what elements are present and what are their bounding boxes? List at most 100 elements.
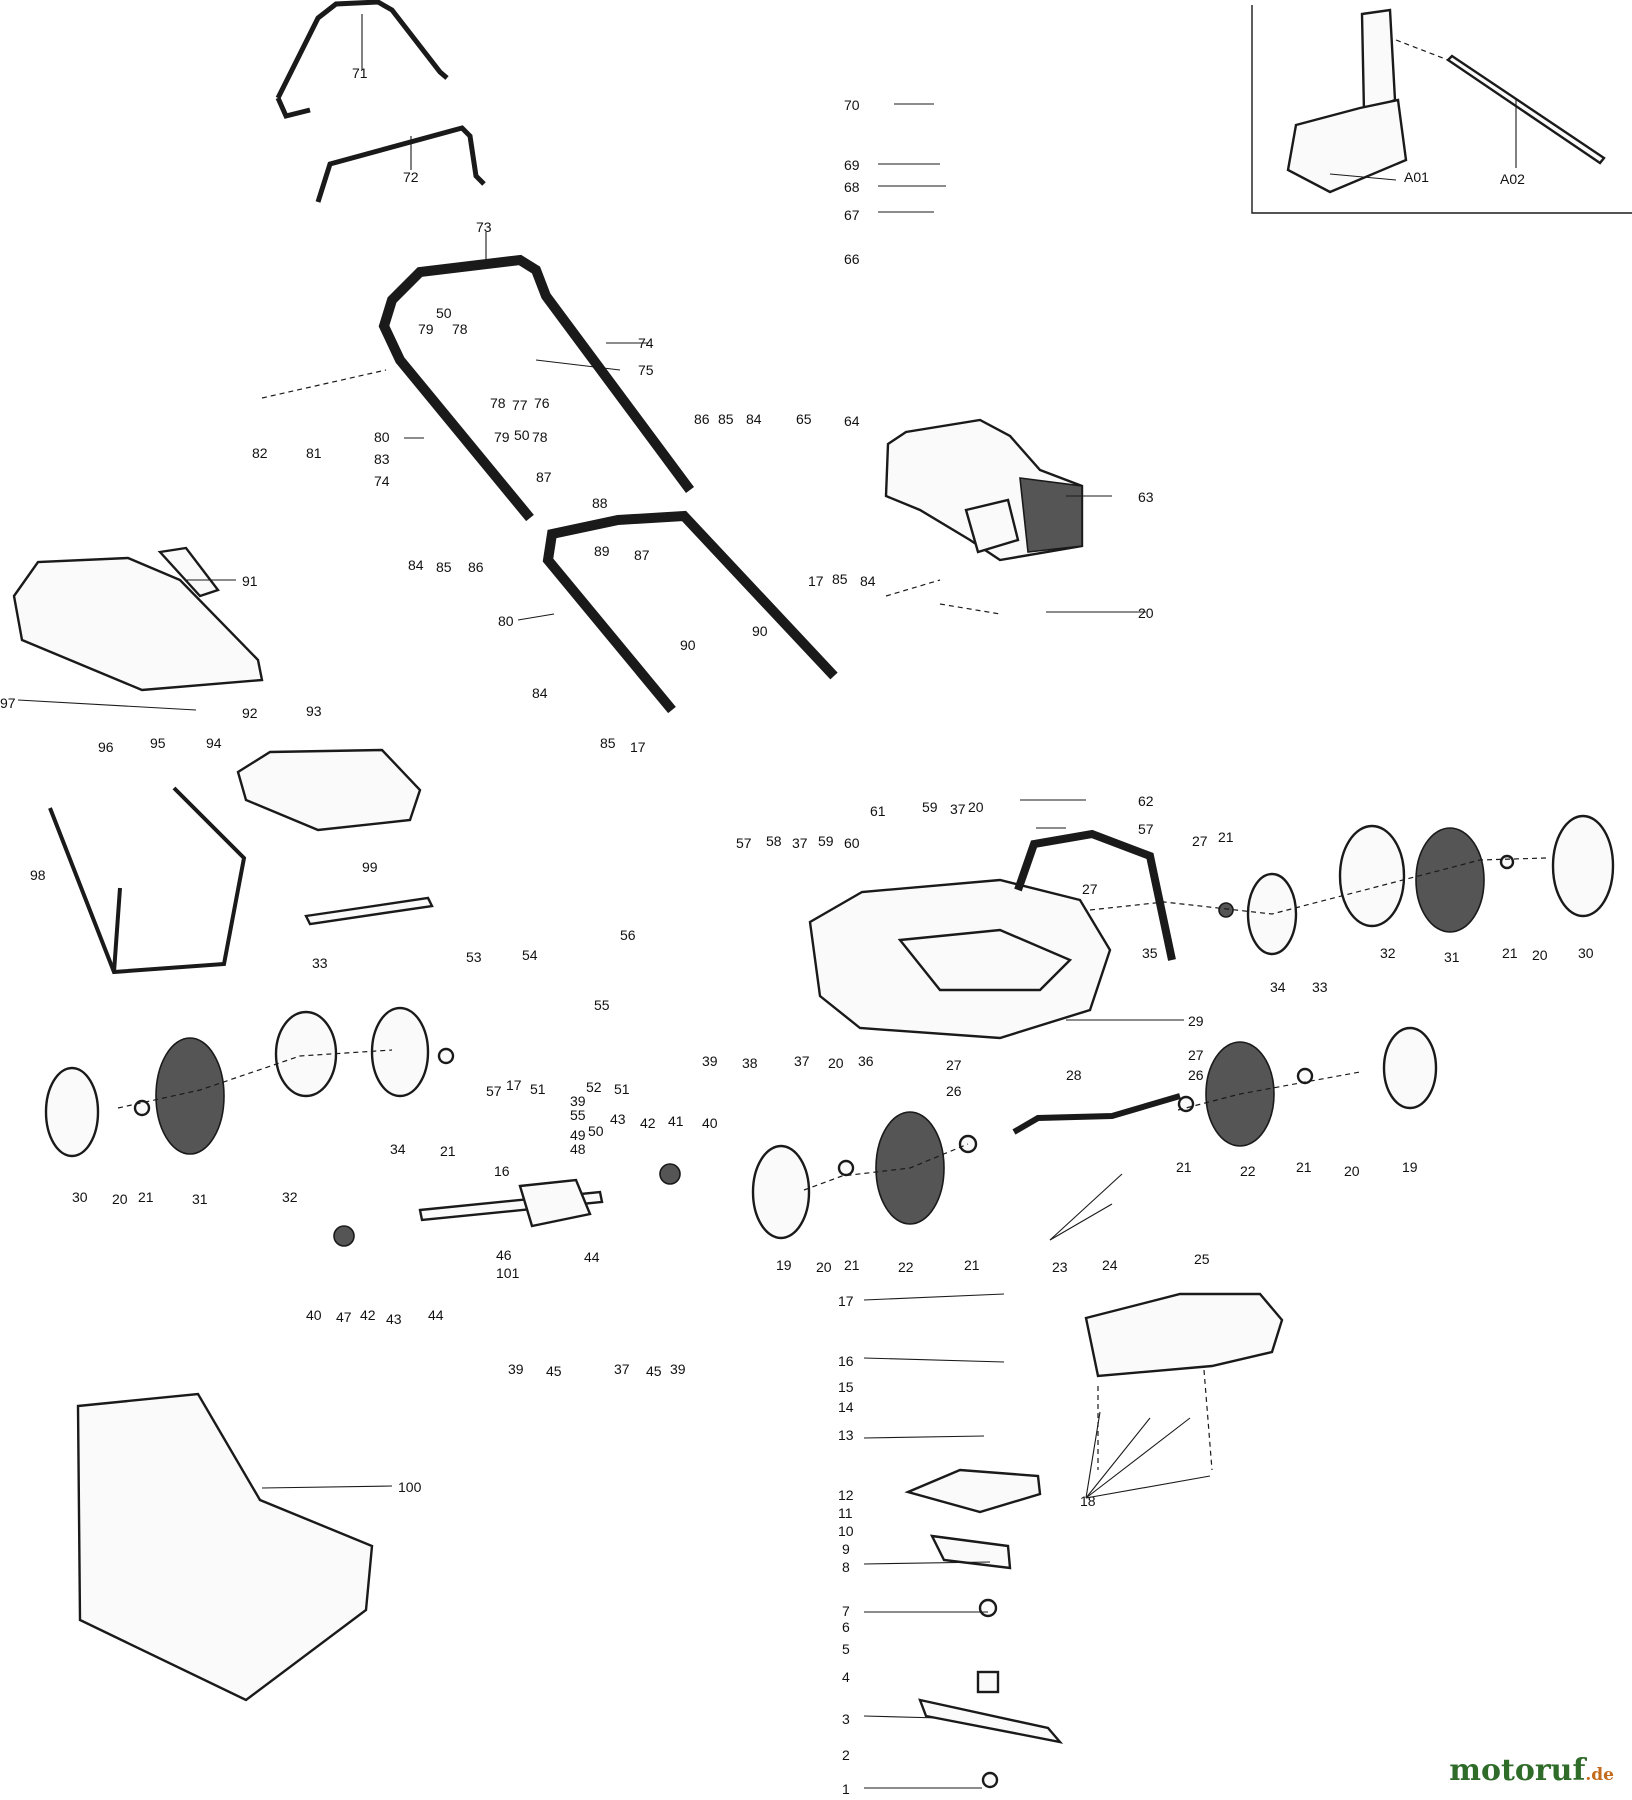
callout-21: 21 bbox=[964, 1257, 980, 1273]
callout-22: 22 bbox=[898, 1259, 914, 1275]
lower-handle-part bbox=[378, 254, 838, 714]
callout-39: 39 bbox=[570, 1093, 586, 1109]
callout-79: 79 bbox=[418, 321, 434, 337]
callout-31: 31 bbox=[192, 1191, 208, 1207]
callout-4: 4 bbox=[842, 1669, 850, 1685]
callout-55: 55 bbox=[570, 1107, 586, 1123]
rod-99-part bbox=[304, 896, 434, 926]
callout-84: 84 bbox=[408, 557, 424, 573]
callout-8: 8 bbox=[842, 1559, 850, 1575]
accessory-inset bbox=[1251, 5, 1632, 214]
callout-37: 37 bbox=[792, 835, 808, 851]
callout-17: 17 bbox=[506, 1077, 522, 1093]
callout-75: 75 bbox=[638, 362, 654, 378]
callout-53: 53 bbox=[466, 949, 482, 965]
callout-40: 40 bbox=[702, 1115, 718, 1131]
cable-guide-part bbox=[315, 125, 486, 203]
callout-93: 93 bbox=[306, 703, 322, 719]
callout-54: 54 bbox=[522, 947, 538, 963]
callout-82: 82 bbox=[252, 445, 268, 461]
callout-55: 55 bbox=[594, 997, 610, 1013]
hose-adapter-part bbox=[1360, 8, 1397, 114]
callout-19: 19 bbox=[776, 1257, 792, 1273]
callout-14: 14 bbox=[838, 1399, 854, 1415]
callout-91: 91 bbox=[242, 573, 258, 589]
rod-part bbox=[1446, 54, 1606, 165]
callout-39: 39 bbox=[670, 1361, 686, 1377]
callout-96: 96 bbox=[98, 739, 114, 755]
callout-50: 50 bbox=[436, 305, 452, 321]
callout-26: 26 bbox=[1188, 1067, 1204, 1083]
catcher-lid-part bbox=[12, 546, 264, 692]
rear-wheel-assembly-left bbox=[44, 1006, 455, 1158]
callout-7: 7 bbox=[842, 1603, 850, 1619]
callout-26: 26 bbox=[946, 1083, 962, 1099]
callout-50: 50 bbox=[514, 427, 530, 443]
callout-17: 17 bbox=[808, 573, 824, 589]
callout-85: 85 bbox=[718, 411, 734, 427]
callout-49: 49 bbox=[570, 1127, 586, 1143]
callout-78: 78 bbox=[532, 429, 548, 445]
callout-71: 71 bbox=[352, 65, 368, 81]
callout-60: 60 bbox=[844, 835, 860, 851]
callout-45: 45 bbox=[646, 1363, 662, 1379]
callout-61: 61 bbox=[870, 803, 886, 819]
callout-21: 21 bbox=[440, 1143, 456, 1159]
callout-47: 47 bbox=[336, 1309, 352, 1325]
callout-21: 21 bbox=[138, 1189, 154, 1205]
callout-79: 79 bbox=[494, 429, 510, 445]
callout-17: 17 bbox=[630, 739, 646, 755]
callout-95: 95 bbox=[150, 735, 166, 751]
adapter-nozzle-part bbox=[1286, 98, 1408, 194]
callout-35: 35 bbox=[1142, 945, 1158, 961]
callout-57: 57 bbox=[736, 835, 752, 851]
gearbox-part bbox=[333, 1163, 681, 1247]
callout-20: 20 bbox=[968, 799, 984, 815]
callout-30: 30 bbox=[1578, 945, 1594, 961]
grass-bag-part bbox=[76, 1392, 374, 1702]
callout-64: 64 bbox=[844, 413, 860, 429]
callout-37: 37 bbox=[794, 1053, 810, 1069]
callout-42: 42 bbox=[360, 1307, 376, 1323]
front-axle-part bbox=[1012, 1093, 1181, 1135]
callout-37: 37 bbox=[950, 801, 966, 817]
callout-72: 72 bbox=[403, 169, 419, 185]
callout-27: 27 bbox=[946, 1057, 962, 1073]
callout-78: 78 bbox=[452, 321, 468, 337]
callout-a02: A02 bbox=[1500, 171, 1525, 187]
callout-51: 51 bbox=[614, 1081, 630, 1097]
front-wheel-assembly-right bbox=[751, 1026, 1438, 1240]
callout-5: 5 bbox=[842, 1641, 850, 1657]
callout-97: 97 bbox=[0, 695, 16, 711]
callout-31: 31 bbox=[1444, 949, 1460, 965]
callout-57: 57 bbox=[486, 1083, 502, 1099]
callout-46: 46 bbox=[496, 1247, 512, 1263]
callout-10: 10 bbox=[838, 1523, 854, 1539]
callout-45: 45 bbox=[546, 1363, 562, 1379]
callout-30: 30 bbox=[72, 1189, 88, 1205]
callout-43: 43 bbox=[610, 1111, 626, 1127]
callout-23: 23 bbox=[1052, 1259, 1068, 1275]
callout-98: 98 bbox=[30, 867, 46, 883]
callout-21: 21 bbox=[1176, 1159, 1192, 1175]
callout-12: 12 bbox=[838, 1487, 854, 1503]
callout-70: 70 bbox=[844, 97, 860, 113]
brand-logo: motoruf.de bbox=[1449, 1753, 1614, 1788]
callout-85: 85 bbox=[436, 559, 452, 575]
callout-27: 27 bbox=[1082, 881, 1098, 897]
callout-59: 59 bbox=[922, 799, 938, 815]
dashed-assembly-lines bbox=[117, 369, 1547, 1471]
callout-20: 20 bbox=[816, 1259, 832, 1275]
callout-20: 20 bbox=[1532, 947, 1548, 963]
mower-deck-part bbox=[808, 878, 1112, 1040]
leader-lines bbox=[17, 14, 1517, 1789]
callout-15: 15 bbox=[838, 1379, 854, 1395]
callout-87: 87 bbox=[634, 547, 650, 563]
callout-44: 44 bbox=[428, 1307, 444, 1323]
callout-81: 81 bbox=[306, 445, 322, 461]
callout-21: 21 bbox=[1296, 1159, 1312, 1175]
callout-58: 58 bbox=[766, 833, 782, 849]
callout-11: 11 bbox=[838, 1505, 853, 1521]
mulch-plug-part bbox=[1084, 1292, 1284, 1378]
